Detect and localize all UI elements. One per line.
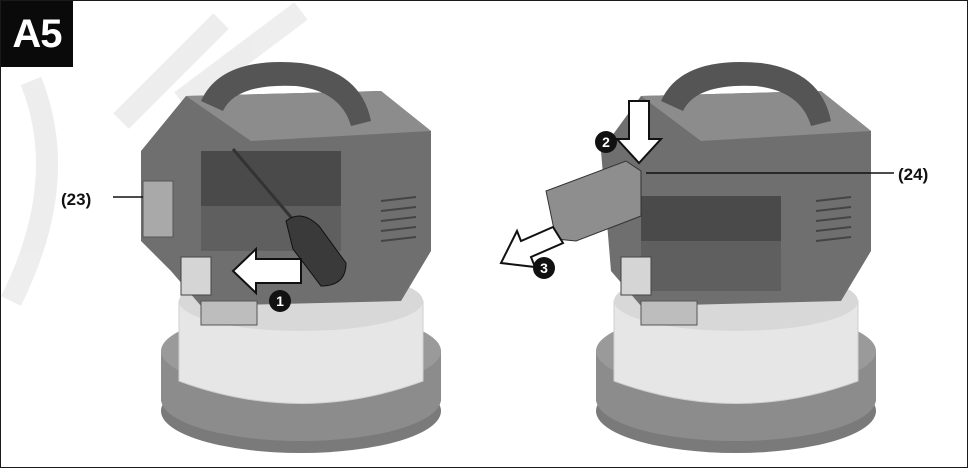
arrow-3-icon [499, 225, 565, 269]
arrow-1-icon [231, 246, 302, 296]
arrow-2-icon [614, 100, 664, 165]
figure-badge: A5 [1, 1, 73, 67]
callout-part-24: (24) [898, 165, 929, 184]
watermark [1, 2, 308, 306]
screwdriver-icon [231, 148, 347, 287]
callout-part-23: (23) [61, 190, 92, 209]
vacuum-left [113, 62, 441, 453]
vacuum-right [499, 62, 894, 453]
step-3-marker: 3 [533, 257, 555, 279]
step-2-marker: 2 [595, 131, 617, 153]
step-1-marker: 1 [269, 290, 291, 312]
